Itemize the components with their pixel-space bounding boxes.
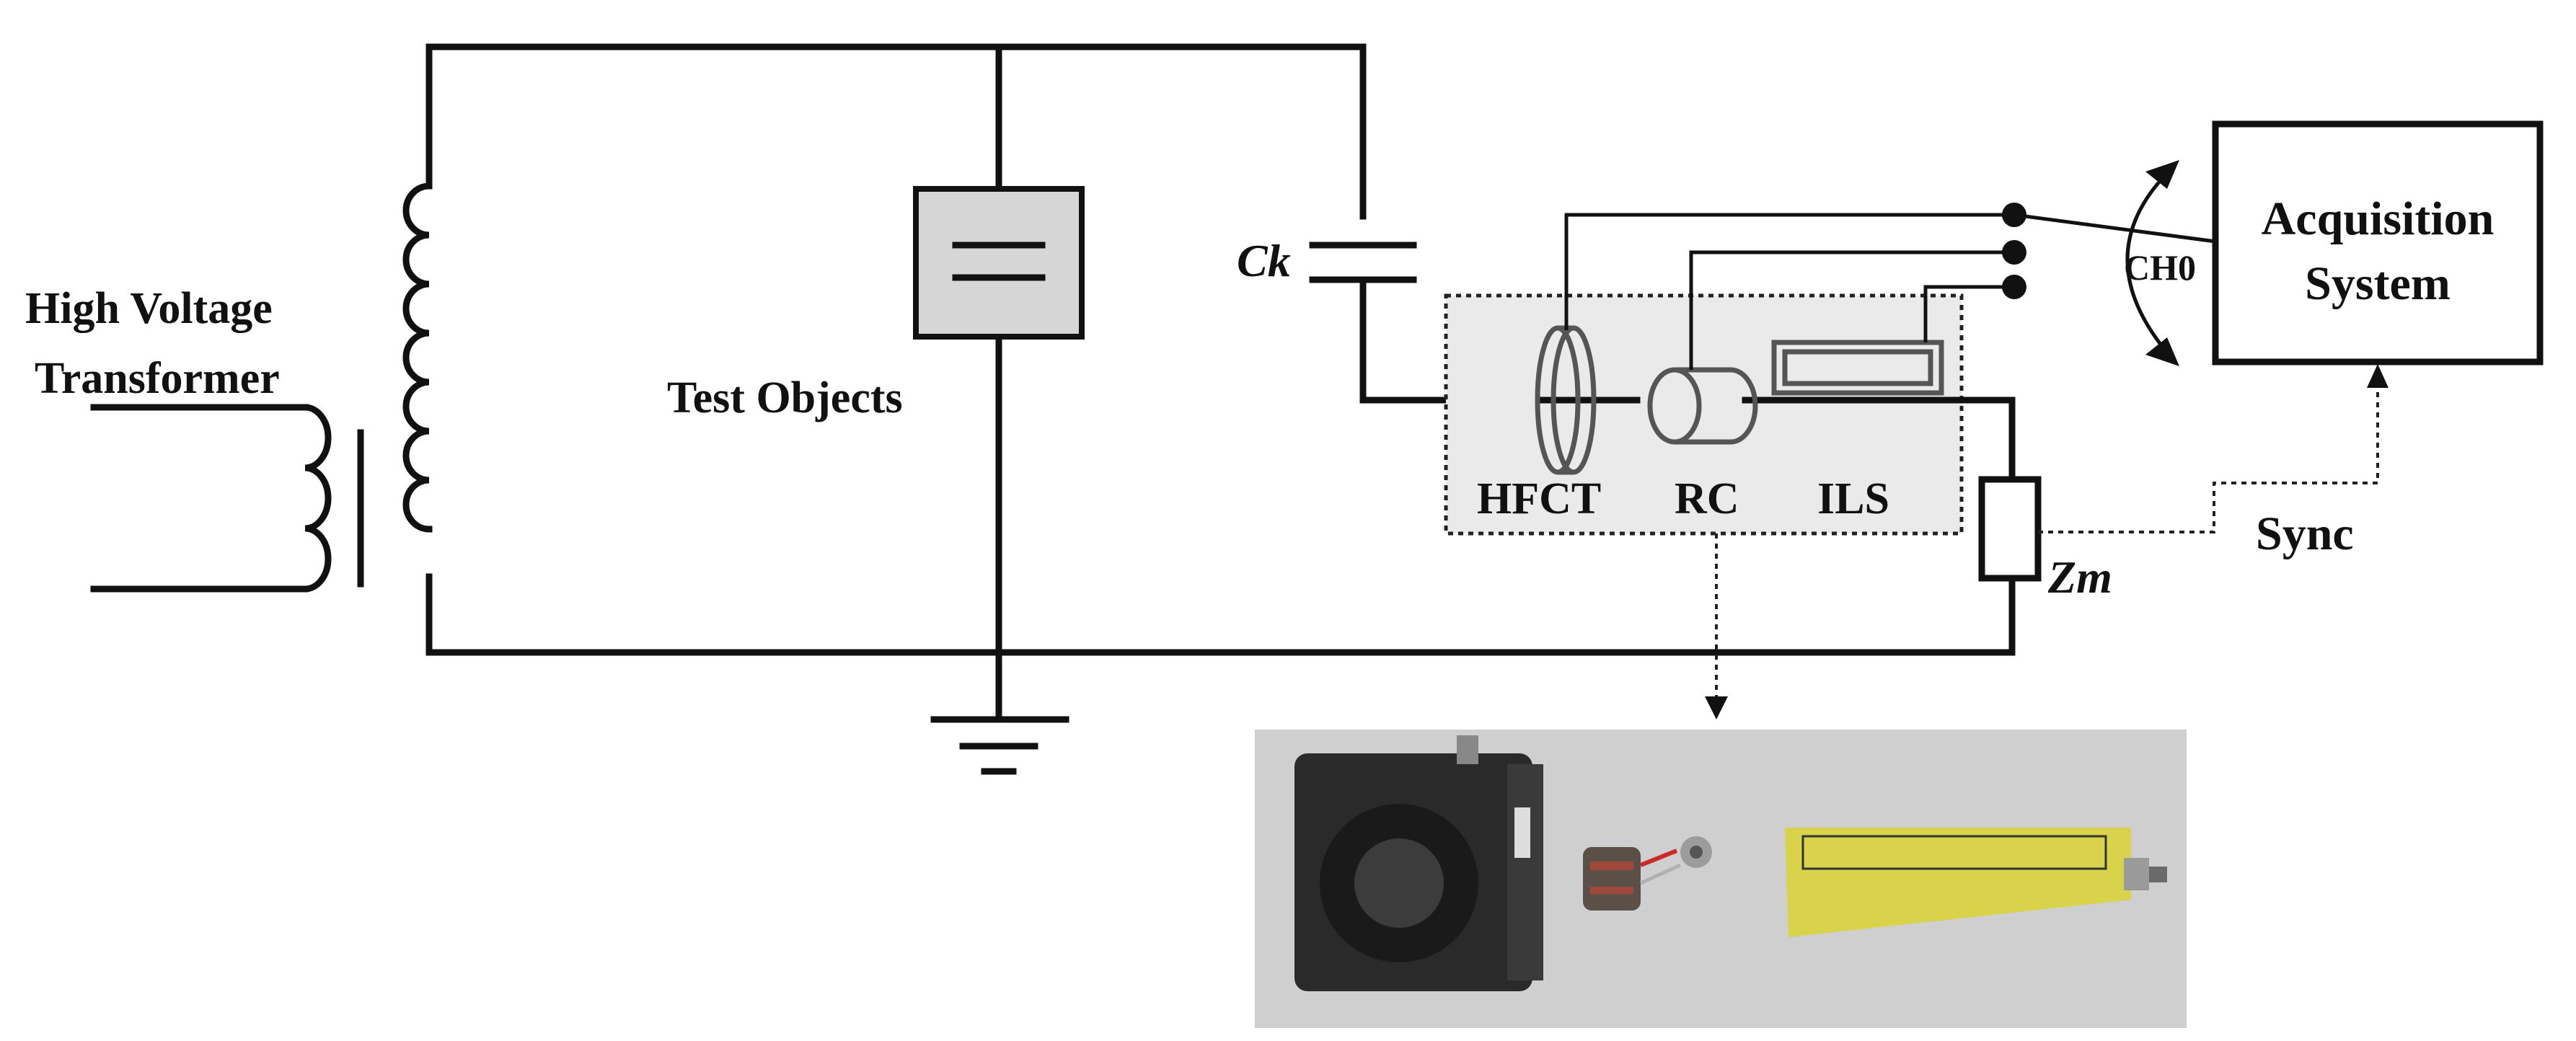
test-objects-label: Test Objects [667,373,903,422]
hfct-sensor [1535,325,1597,475]
ils-photo [1785,828,2167,937]
ch0-label: CH0 [2124,247,2196,288]
zm-label: Zm [2047,551,2112,603]
rc-label: RC [1675,474,1739,523]
photo-pointer-arrowhead [1705,696,1728,719]
hfct-photo [1294,735,1543,991]
hfct-label: HFCT [1477,474,1601,523]
acquisition-label-line1: Acquisition [2262,192,2495,245]
sync-arrowhead [2367,364,2388,388]
sensors-box [1444,293,1964,536]
test-object [913,186,1085,340]
ck-label: Ck [1237,235,1291,286]
ground-symbol [930,716,1069,775]
sensors-photo [1255,730,2187,1028]
transformer-label-line2: Transformer [35,354,280,403]
rc-sensor [1647,367,1758,445]
acquisition-label-line2: System [2305,257,2451,310]
ils-label: ILS [1817,474,1889,523]
rogowski-coil-photo [1583,836,1712,911]
coupling-capacitor-ck [1309,242,1417,283]
ch0-selector-arrow [2125,160,2179,366]
sync-line [2038,378,2379,533]
sensor-signal-wires [1564,213,2012,370]
sync-label: Sync [2256,508,2354,560]
measurement-line-2 [1742,397,2016,483]
transformer-secondary-coil [402,182,433,533]
transformer-label-line1: High Voltage [25,284,273,333]
acquisition-system-box [2212,120,2544,366]
ch0-connection-line [2013,213,2216,244]
ils-sensor [1771,340,1944,396]
transformer-primary-coil [90,404,332,593]
main-circuit-wires [425,43,2016,721]
zm-impedance [1978,476,2042,582]
